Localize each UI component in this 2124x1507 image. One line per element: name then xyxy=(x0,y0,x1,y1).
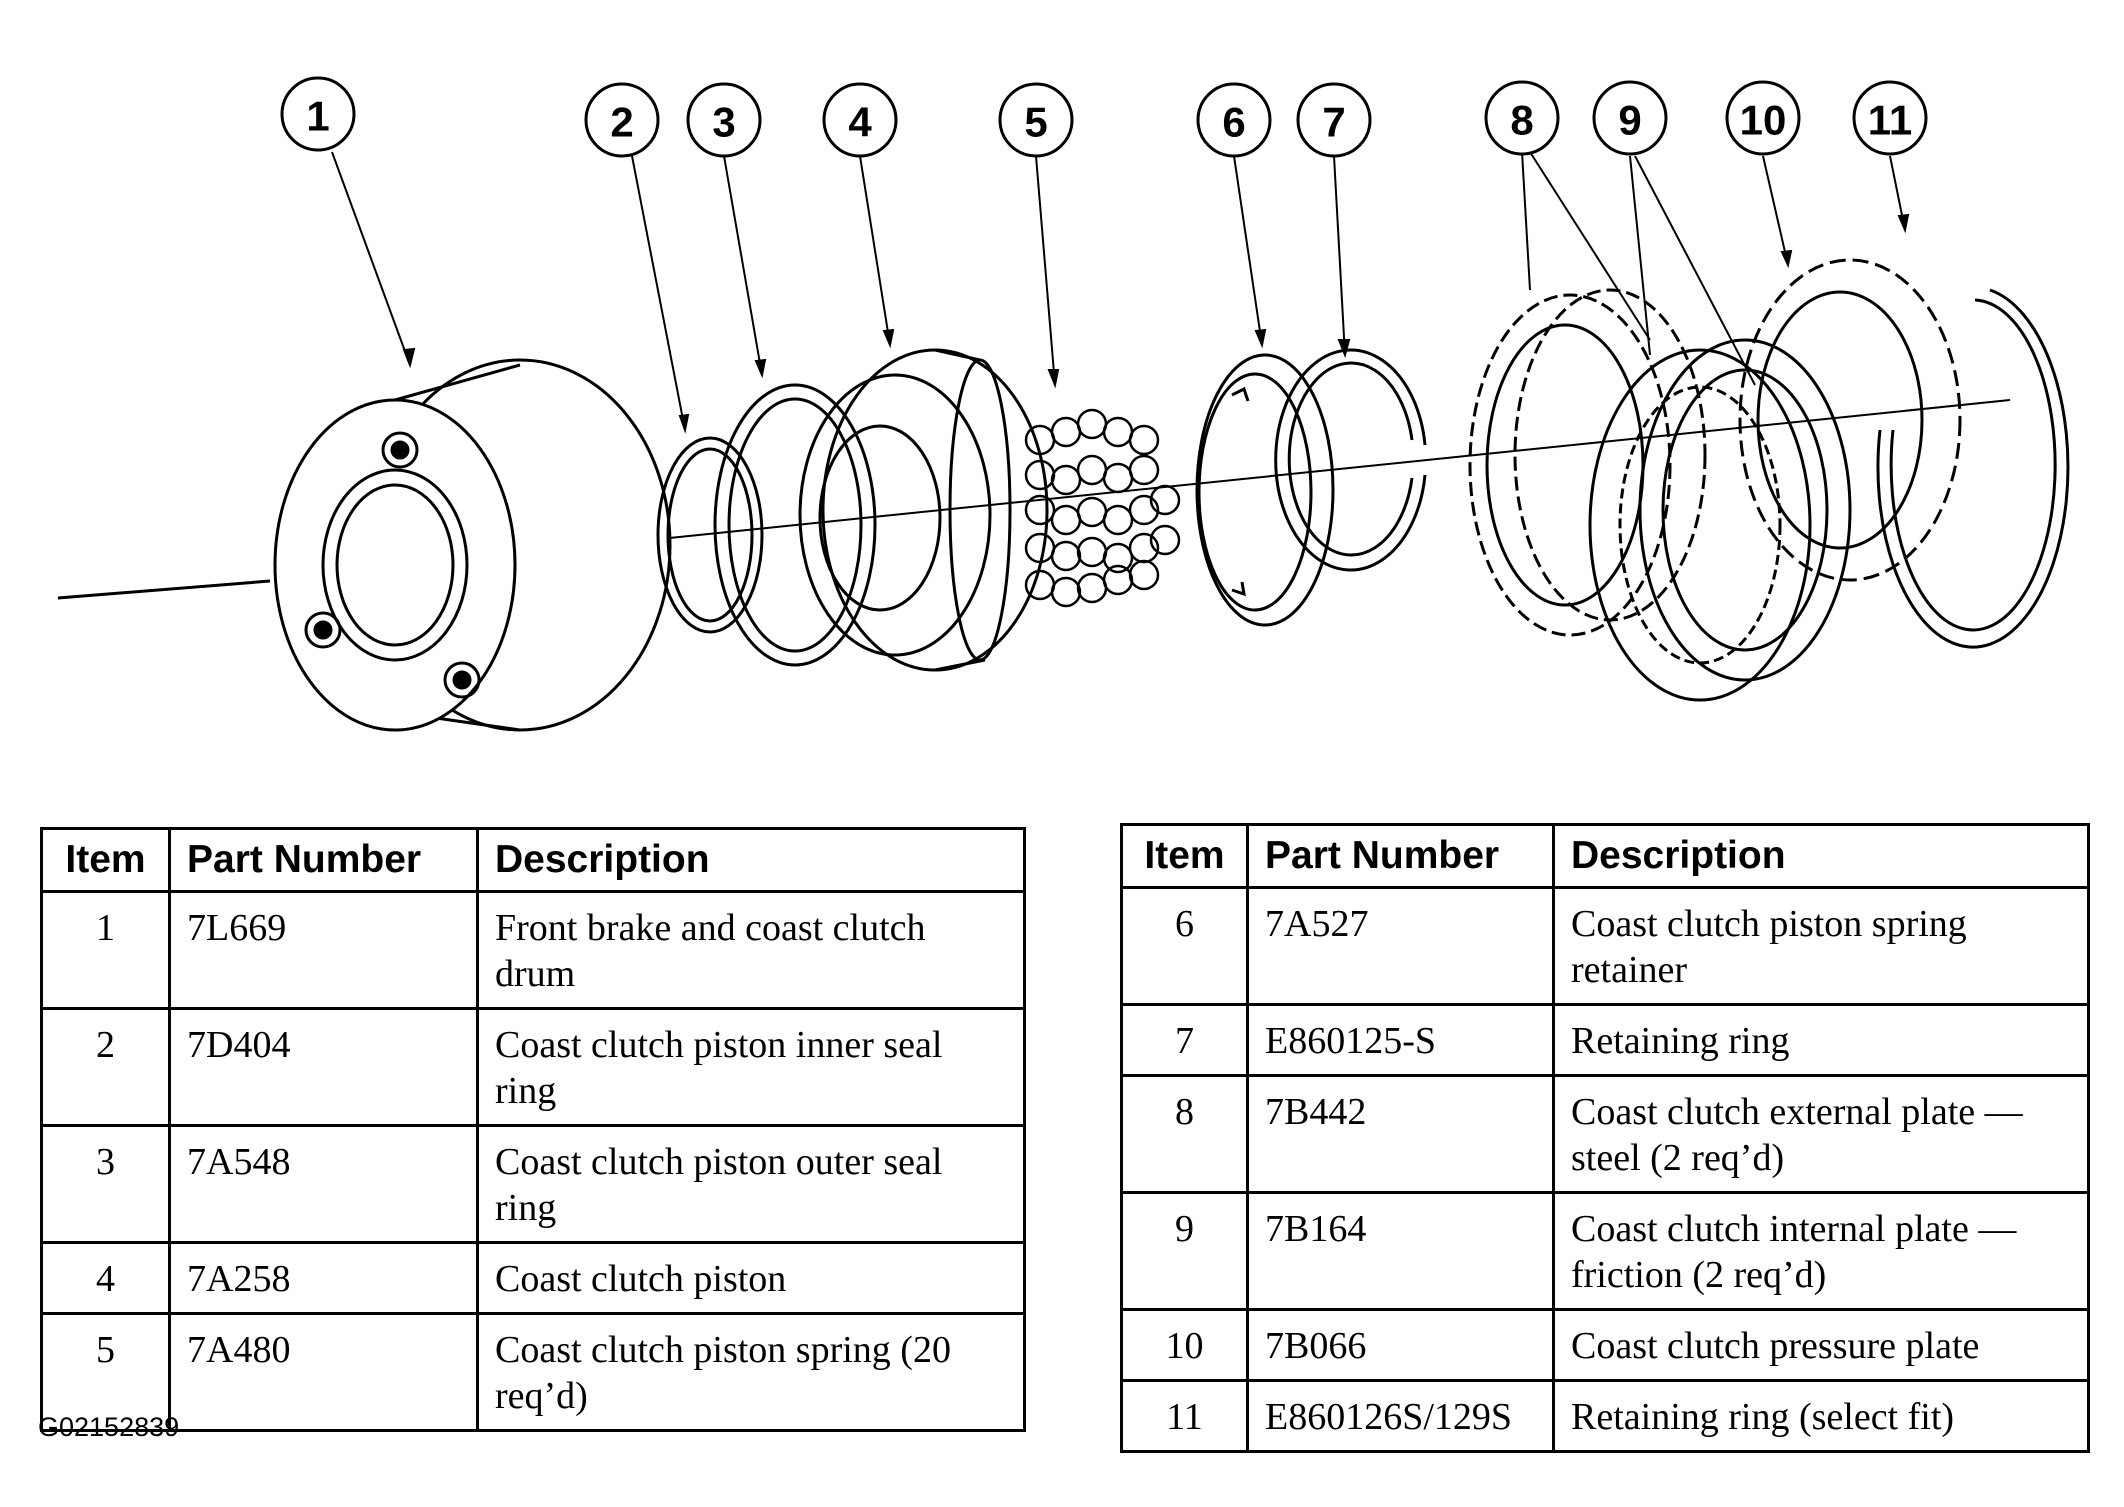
table-row: 11 E860126S/129S Retaining ring (select … xyxy=(1120,1379,2090,1453)
part-11-retaining-ring xyxy=(1876,288,2070,649)
part-number-cell: 7A527 xyxy=(1246,886,1555,1006)
callout-number: 10 xyxy=(1740,97,1787,144)
part-3-outer-seal-ring xyxy=(713,383,877,667)
item-cell: 1 xyxy=(40,890,171,1010)
callout-number: 6 xyxy=(1222,99,1245,146)
callout-number: 9 xyxy=(1618,97,1641,144)
description-cell: Coast clutch piston inner seal ring xyxy=(476,1007,1026,1127)
table-header-row: Item Part Number Description xyxy=(40,827,1026,893)
description-cell: Coast clutch external plate — steel (2 r… xyxy=(1552,1074,2090,1194)
center-axis xyxy=(57,579,271,600)
column-header-part-number: Part Number xyxy=(1246,823,1555,889)
part-number-cell: E860126S/129S xyxy=(1246,1379,1555,1453)
part-number-cell: 7B442 xyxy=(1246,1074,1555,1194)
part-7-retaining-ring xyxy=(1274,348,1427,572)
callout-number: 7 xyxy=(1322,99,1345,146)
item-cell: 8 xyxy=(1120,1074,1249,1194)
item-cell: 11 xyxy=(1120,1379,1249,1453)
table-row: 3 7A548 Coast clutch piston outer seal r… xyxy=(40,1124,1026,1244)
part-number-cell: E860125-S xyxy=(1246,1003,1555,1077)
part-number-cell: 7D404 xyxy=(168,1007,479,1127)
item-cell: 9 xyxy=(1120,1191,1249,1311)
column-header-item: Item xyxy=(1120,823,1249,889)
description-cell: Coast clutch piston outer seal ring xyxy=(476,1124,1026,1244)
callout-number: 1 xyxy=(306,93,329,140)
figure-id: G02152839 xyxy=(38,1412,180,1442)
item-cell: 4 xyxy=(40,1241,171,1315)
description-cell: Coast clutch internal plate — friction (… xyxy=(1552,1191,2090,1311)
item-cell: 6 xyxy=(1120,886,1249,1006)
table-row: 6 7A527 Coast clutch piston spring retai… xyxy=(1120,886,2090,1006)
table-header-row: Item Part Number Description xyxy=(1120,823,2090,889)
part-8-external-plates xyxy=(1468,288,1707,637)
part-4-piston xyxy=(798,348,1049,672)
description-cell: Retaining ring xyxy=(1552,1003,2090,1077)
column-header-item: Item xyxy=(40,827,171,893)
table-row: 4 7A258 Coast clutch piston xyxy=(40,1241,1026,1315)
part-1-drum xyxy=(273,358,672,732)
part-9-friction-plates xyxy=(1588,338,1852,702)
part-number-cell: 7B164 xyxy=(1246,1191,1555,1311)
table-row: 9 7B164 Coast clutch internal plate — fr… xyxy=(1120,1191,2090,1311)
description-cell: Coast clutch piston spring (20 req’d) xyxy=(476,1312,1026,1432)
part-number-cell: 7L669 xyxy=(168,890,479,1010)
description-cell: Coast clutch pressure plate xyxy=(1552,1308,2090,1382)
part-6-spring-retainer xyxy=(1195,353,1335,627)
part-number-cell: 7A258 xyxy=(168,1241,479,1315)
table-row: 7 E860125-S Retaining ring xyxy=(1120,1003,2090,1077)
part-number-cell: 7A480 xyxy=(168,1312,479,1432)
description-cell: Retaining ring (select fit) xyxy=(1552,1379,2090,1453)
callout-number: 11 xyxy=(1868,97,1912,144)
callout-number: 4 xyxy=(848,99,872,146)
parts-table-right: Item Part Number Description 6 7A527 Coa… xyxy=(1120,823,2090,1453)
callout-number: 3 xyxy=(712,99,735,146)
column-header-description: Description xyxy=(476,827,1026,893)
description-cell: Coast clutch piston xyxy=(476,1241,1026,1315)
table-row: 1 7L669 Front brake and coast clutch dru… xyxy=(40,890,1026,1010)
table-row: 5 7A480 Coast clutch piston spring (20 r… xyxy=(40,1312,1026,1432)
part-2-inner-seal-ring xyxy=(656,436,764,634)
callout-number: 8 xyxy=(1510,97,1533,144)
item-cell: 10 xyxy=(1120,1308,1249,1382)
part-number-cell: 7B066 xyxy=(1246,1308,1555,1382)
part-number-cell: 7A548 xyxy=(168,1124,479,1244)
center-axis xyxy=(649,399,2011,541)
item-cell: 3 xyxy=(40,1124,171,1244)
part-5-springs xyxy=(1024,408,1181,608)
leader-lines xyxy=(331,151,1910,434)
exploded-view-diagram: 1 2 3 4 5 6 7 8 9 10 11 xyxy=(57,76,2070,732)
description-cell: Front brake and coast clutch drum xyxy=(476,890,1026,1010)
item-cell: 2 xyxy=(40,1007,171,1127)
callout-number: 5 xyxy=(1024,99,1047,146)
part-10-pressure-plate xyxy=(1738,258,1962,582)
description-cell: Coast clutch piston spring retainer xyxy=(1552,886,2090,1006)
table-row: 10 7B066 Coast clutch pressure plate xyxy=(1120,1308,2090,1382)
item-cell: 7 xyxy=(1120,1003,1249,1077)
column-header-description: Description xyxy=(1552,823,2090,889)
column-header-part-number: Part Number xyxy=(168,827,479,893)
callout-number: 2 xyxy=(610,99,633,146)
table-row: 8 7B442 Coast clutch external plate — st… xyxy=(1120,1074,2090,1194)
item-cell: 5 xyxy=(40,1312,171,1432)
table-row: 2 7D404 Coast clutch piston inner seal r… xyxy=(40,1007,1026,1127)
parts-table-left: Item Part Number Description 1 7L669 Fro… xyxy=(40,827,1026,1432)
